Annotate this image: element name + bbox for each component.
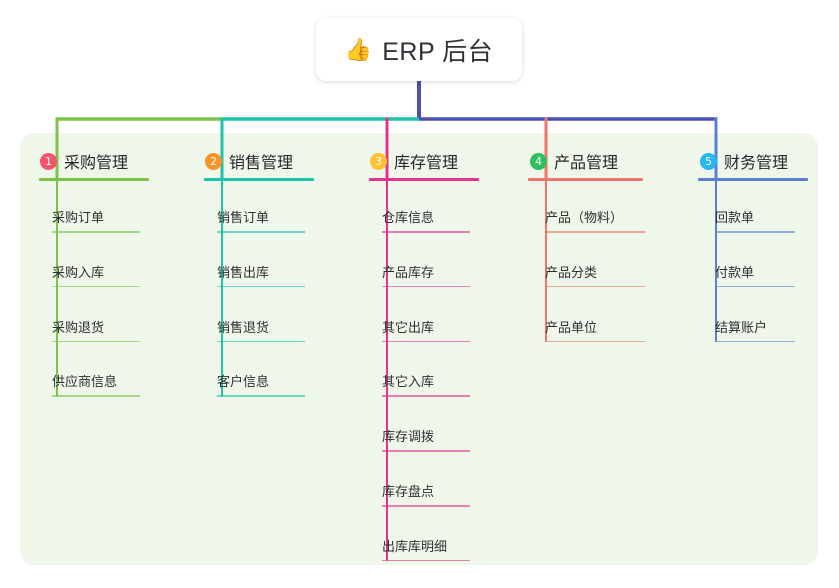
branch-number-badge: 3: [370, 152, 387, 170]
leaf-node[interactable]: 回款单: [715, 207, 795, 233]
thumbs-up-icon: 👍: [344, 36, 373, 62]
leaf-label: 采购入库: [52, 264, 105, 280]
branch-header-4[interactable]: 4 产品管理: [530, 150, 618, 172]
leaf-label: 回款单: [715, 210, 755, 225]
leaf-node[interactable]: 出库库明细: [382, 536, 470, 562]
leaf-node[interactable]: 采购退货: [52, 317, 140, 343]
branch-underline: [528, 178, 643, 181]
leaf-underline: [382, 559, 470, 562]
leaf-label: 销售退货: [217, 319, 270, 335]
branch-header-3[interactable]: 3 库存管理: [370, 150, 458, 172]
leaf-underline: [217, 285, 305, 288]
leaf-label: 产品库存: [382, 264, 435, 280]
branch-title: 产品管理: [554, 155, 619, 172]
leaf-node[interactable]: 采购入库: [52, 262, 140, 288]
branch-title: 销售管理: [229, 155, 294, 172]
branch-underline: [369, 178, 479, 181]
branch-title: 财务管理: [724, 155, 789, 172]
leaf-node[interactable]: 产品库存: [382, 262, 470, 288]
branch-column-2: 2 销售管理销售订单销售出库销售退货客户信息: [204, 150, 314, 397]
leaf-node[interactable]: 其它入库: [382, 371, 470, 397]
leaf-underline: [382, 340, 470, 343]
branch-header-1[interactable]: 1 采购管理: [40, 150, 128, 172]
leaf-node[interactable]: 其它出库: [382, 317, 470, 343]
leaf-node[interactable]: 采购订单: [52, 207, 140, 233]
leaf-underline: [52, 395, 140, 397]
branch-number-badge: 5: [700, 152, 717, 170]
leaf-underline: [52, 231, 140, 233]
leaf-node[interactable]: 产品分类: [545, 262, 645, 288]
leaf-label: 仓库信息: [382, 210, 435, 225]
leaf-label: 销售订单: [217, 210, 270, 225]
branch-underline: [204, 178, 314, 181]
branch-header-2[interactable]: 2 销售管理: [205, 150, 293, 172]
leaf-label: 结算账户: [715, 319, 768, 335]
leaf-label: 产品单位: [545, 319, 598, 335]
leaf-node[interactable]: 库存盘点: [382, 481, 470, 507]
branch-header-5[interactable]: 5 财务管理: [700, 150, 788, 172]
leaf-underline: [217, 395, 305, 397]
leaf-underline: [52, 340, 140, 343]
leaf-label: 其它出库: [382, 319, 435, 335]
leaf-underline: [382, 285, 470, 288]
leaf-node[interactable]: 客户信息: [217, 371, 305, 397]
leaf-underline: [715, 340, 795, 343]
leaf-underline: [382, 505, 470, 507]
leaf-underline: [382, 395, 470, 397]
branch-number-badge: 4: [530, 152, 547, 170]
leaf-label: 出库库明细: [382, 538, 448, 554]
leaf-label: 采购退货: [52, 319, 105, 335]
leaf-underline: [217, 340, 305, 343]
leaf-node[interactable]: 库存调拨: [382, 426, 470, 452]
leaf-label: 采购订单: [52, 210, 105, 225]
leaf-underline: [217, 231, 305, 233]
branch-column-3: 3 库存管理仓库信息产品库存其它出库其它入库库存调拨库存盘点出库库明细: [369, 150, 479, 562]
branch-underline: [39, 178, 149, 181]
leaf-label: 产品分类: [545, 264, 598, 280]
leaf-label: 付款单: [715, 264, 755, 280]
leaf-underline: [715, 285, 795, 288]
leaf-label: 产品（物料）: [545, 210, 624, 225]
leaf-node[interactable]: 结算账户: [715, 317, 795, 343]
branch-column-1: 1 采购管理采购订单采购入库采购退货供应商信息: [39, 150, 149, 397]
leaf-node[interactable]: 仓库信息: [382, 207, 470, 233]
leaf-label: 供应商信息: [52, 374, 118, 390]
leaf-node[interactable]: 产品（物料）: [545, 207, 645, 233]
leaf-label: 其它入库: [382, 374, 435, 390]
diagram-panel: [20, 133, 818, 565]
page-title: ERP 后台: [382, 37, 494, 66]
branch-column-5: 5 财务管理回款单付款单结算账户: [698, 150, 808, 343]
leaf-node[interactable]: 销售退货: [217, 317, 305, 343]
leaf-underline: [545, 340, 645, 343]
leaf-node[interactable]: 销售订单: [217, 207, 305, 233]
leaf-underline: [382, 231, 470, 233]
leaf-node[interactable]: 付款单: [715, 262, 795, 288]
leaf-label: 销售出库: [217, 264, 270, 280]
leaf-node[interactable]: 销售出库: [217, 262, 305, 288]
leaf-underline: [545, 285, 645, 288]
root-node[interactable]: 👍 ERP 后台: [316, 18, 522, 81]
branch-number-badge: 1: [40, 152, 57, 170]
branch-underline: [698, 178, 808, 181]
leaf-underline: [382, 450, 470, 452]
leaf-node[interactable]: 产品单位: [545, 317, 645, 343]
leaf-underline: [545, 231, 645, 233]
leaf-label: 库存盘点: [382, 484, 435, 499]
leaf-underline: [52, 285, 140, 288]
leaf-underline: [715, 231, 795, 233]
leaf-label: 客户信息: [217, 374, 270, 390]
branch-number-badge: 2: [205, 152, 222, 170]
branch-title: 采购管理: [64, 155, 129, 172]
leaf-node[interactable]: 供应商信息: [52, 371, 140, 397]
leaf-label: 库存调拨: [382, 429, 435, 445]
branch-column-4: 4 产品管理产品（物料） 产品分类产品单位: [528, 150, 645, 343]
branch-title: 库存管理: [394, 155, 459, 172]
